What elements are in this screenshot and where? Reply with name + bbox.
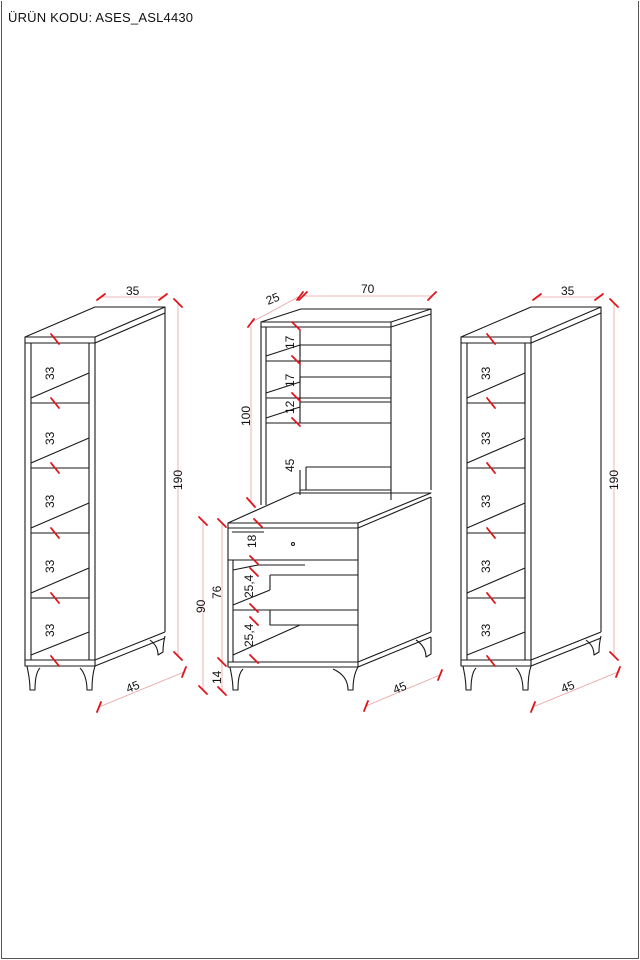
center-upper-gap-3: 12 — [283, 400, 297, 414]
center-unit-dimension-lines — [198, 291, 443, 712]
product-code: ÜRÜN KODU: ASES_ASL4430 — [8, 10, 194, 25]
right-shelf-gap-3: 33 — [479, 494, 493, 508]
center-unit-outline — [227, 308, 432, 691]
right-shelf-gap-5: 33 — [479, 623, 493, 637]
center-upper-height-label: 100 — [239, 406, 253, 426]
left-shelf-gap-2: 33 — [43, 431, 57, 445]
left-bookcase: 35 190 45 33 33 33 33 33 — [24, 284, 187, 713]
left-depth-label: 45 — [124, 678, 142, 696]
center-upper-gap-4: 45 — [283, 458, 297, 472]
center-base-depth-label: 45 — [391, 679, 409, 697]
center-width-label: 70 — [361, 282, 375, 296]
right-height-label: 190 — [607, 470, 621, 490]
right-bookcase-outline — [460, 306, 602, 691]
right-depth-label: 45 — [559, 678, 577, 696]
left-shelf-gap-3: 33 — [43, 494, 57, 508]
right-bookcase: 35 190 45 33 33 33 33 33 — [460, 284, 621, 713]
left-shelf-gap-4: 33 — [43, 559, 57, 573]
right-bookcase-dimension-lines — [486, 293, 621, 713]
right-width-label: 35 — [561, 284, 575, 298]
left-shelf-gap-1: 33 — [43, 366, 57, 380]
center-total-height-label: 90 — [194, 599, 208, 613]
left-bookcase-outline — [24, 306, 166, 691]
center-drawer-height-label: 18 — [245, 534, 259, 548]
right-shelf-gap-2: 33 — [479, 431, 493, 445]
center-depth-label: 25 — [264, 290, 282, 308]
center-leg-height-label: 14 — [210, 670, 224, 684]
left-bookcase-dimension-lines — [50, 293, 187, 713]
left-height-label: 190 — [171, 470, 185, 490]
center-upper-gap-1: 17 — [283, 335, 297, 349]
center-upper-gap-2: 17 — [283, 373, 297, 387]
center-body-height-label: 76 — [210, 585, 224, 599]
left-shelf-gap-5: 33 — [43, 623, 57, 637]
right-shelf-gap-4: 33 — [479, 559, 493, 573]
center-unit: 25 70 100 17 17 12 45 18 25,4 25,4 90 76… — [194, 282, 443, 712]
center-lower-gap-2: 25,4 — [242, 623, 256, 647]
left-width-label: 35 — [126, 284, 140, 298]
right-shelf-gap-1: 33 — [479, 366, 493, 380]
center-lower-gap-1: 25,4 — [242, 574, 256, 598]
